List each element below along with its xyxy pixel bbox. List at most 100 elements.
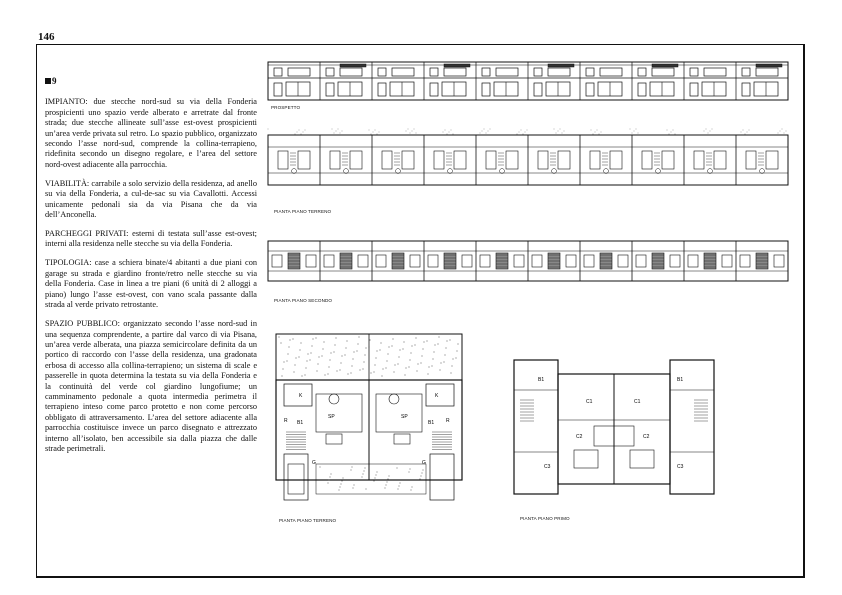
door	[429, 82, 439, 97]
garden-texture	[434, 344, 436, 346]
garden-texture	[404, 374, 406, 376]
ground-texture	[629, 128, 631, 130]
garden-texture	[391, 345, 393, 347]
garden-texture	[365, 347, 367, 349]
garden-texture	[438, 336, 440, 338]
kitchen-outline	[283, 383, 313, 407]
door	[741, 82, 751, 97]
room-label-c2-l: C2	[576, 434, 583, 440]
living-room-outline	[375, 393, 423, 433]
garden-texture	[385, 484, 387, 486]
garden-texture	[283, 361, 285, 363]
elevation-drawing	[267, 61, 789, 101]
garden-texture	[341, 355, 343, 357]
item-number: 9	[45, 76, 257, 86]
room-outline	[375, 254, 387, 268]
room-label-b1-l: B1	[538, 377, 544, 383]
ground-texture	[409, 132, 411, 134]
garden-texture	[440, 362, 442, 364]
round-feature	[395, 168, 401, 174]
ground-texture	[555, 132, 557, 134]
garden-texture	[437, 343, 439, 345]
round-feature	[447, 168, 453, 174]
garden-texture	[384, 487, 386, 489]
room-outline	[773, 254, 785, 268]
garden-texture	[347, 373, 349, 375]
garden-texture	[330, 352, 332, 354]
garden-texture	[375, 357, 377, 359]
room-outline	[687, 254, 699, 268]
ground-texture	[777, 132, 779, 134]
room-label-g-left: G	[312, 460, 316, 466]
garden-texture	[387, 353, 389, 355]
caption-piano-secondo: PIANTA PIANO SECONDO	[274, 298, 333, 303]
garden-texture	[345, 347, 347, 349]
garden-texture	[281, 375, 283, 377]
room-outline	[427, 254, 439, 268]
detailed-first-floor-plan: B1 B1 C1 C1 C2 C2 C3 C3	[513, 359, 715, 495]
garden-texture	[403, 341, 405, 343]
window	[651, 67, 675, 77]
paragraph-spazio-pubblico: SPAZIO PUBBLICO: organizzato secondo l’a…	[45, 319, 257, 454]
room-outline	[617, 254, 629, 268]
garden-texture	[382, 368, 384, 370]
ground-texture	[300, 133, 302, 135]
living-room-outline	[315, 393, 363, 433]
garden-texture	[439, 369, 441, 371]
table-round	[388, 393, 400, 405]
bed	[573, 449, 599, 469]
garden-texture	[397, 363, 399, 365]
caption-piano-terreno-top: PIANTA PIANO TERRENO	[274, 209, 332, 214]
garden-texture	[457, 343, 459, 345]
ground-texture	[411, 130, 413, 132]
garden-texture	[319, 466, 321, 468]
garden-texture	[309, 359, 311, 361]
garden-texture	[364, 354, 366, 356]
garden-texture	[398, 356, 400, 358]
ground-texture	[487, 130, 489, 132]
garden-texture	[431, 365, 433, 367]
garden-texture	[422, 348, 424, 350]
ground-texture	[711, 128, 713, 130]
detailed-ground-floor-plan: K K SP SP R R B1 B1 G G	[275, 333, 463, 501]
ground-texture	[637, 132, 639, 134]
room-outline	[323, 254, 335, 268]
room-outline	[277, 150, 289, 170]
wing-outline	[513, 359, 559, 495]
ground-texture	[594, 131, 596, 133]
kitchen-outline	[425, 383, 455, 407]
garden-texture	[385, 367, 387, 369]
garden-texture	[341, 480, 343, 482]
garden-texture	[363, 361, 365, 363]
ground-texture	[331, 128, 333, 130]
ground-texture	[631, 132, 633, 134]
garden-texture	[352, 358, 354, 360]
window	[443, 67, 467, 77]
ground-texture	[674, 133, 676, 135]
ground-texture	[452, 133, 454, 135]
garden-texture	[315, 337, 317, 339]
ground-texture	[415, 132, 417, 134]
ground-texture	[563, 130, 565, 132]
room-label-k-left: K	[299, 393, 303, 399]
garden-texture	[374, 364, 376, 366]
garden-texture	[294, 364, 296, 366]
door	[533, 82, 543, 97]
garden-texture	[339, 369, 341, 371]
garden-texture	[376, 350, 378, 352]
ground-texture	[553, 128, 555, 130]
room-label-b1-r: B1	[677, 377, 683, 383]
sofa	[393, 433, 411, 445]
garden-texture	[321, 355, 323, 357]
room-outline	[609, 150, 623, 170]
garden-texture	[451, 365, 453, 367]
ground-texture	[298, 129, 300, 131]
door	[325, 82, 335, 97]
garden-texture	[353, 351, 355, 353]
ground-texture	[559, 128, 561, 130]
paragraph-lead: IMPIANTO:	[45, 97, 88, 107]
room-label-c1-r: C1	[634, 399, 641, 405]
ground-texture	[561, 132, 563, 134]
garden-texture	[421, 355, 423, 357]
garden-texture	[293, 371, 295, 373]
